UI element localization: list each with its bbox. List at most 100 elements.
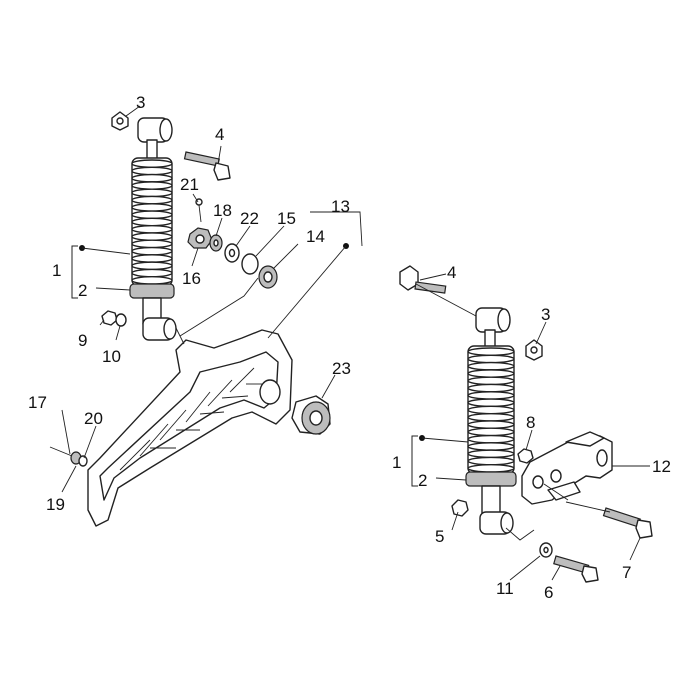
bracket-12-hole-2 — [550, 469, 562, 483]
spring-coil — [131, 181, 173, 190]
spring-coil — [467, 420, 515, 429]
right-shock-spring-coils — [467, 347, 515, 473]
left-shock-rod — [146, 139, 158, 161]
callout-19: 19 — [46, 495, 65, 514]
spring-coil — [131, 166, 173, 176]
callout-6: 6 — [544, 583, 553, 602]
callout-4-left: 4 — [215, 125, 224, 144]
spring-coil — [467, 412, 515, 422]
callout-5: 5 — [435, 527, 444, 546]
spring-coil — [467, 369, 515, 378]
right-shock-collar — [465, 471, 517, 487]
spring-coil — [131, 188, 173, 198]
left-bracket-1-2 — [71, 245, 78, 299]
right-bracket-1-2 — [411, 435, 418, 487]
right-nut-5 — [451, 499, 469, 517]
spring-coil — [131, 276, 173, 285]
callout-7: 7 — [622, 563, 631, 582]
spring-coil — [467, 398, 515, 408]
spring-coil — [131, 239, 173, 249]
spring-coil — [467, 354, 515, 364]
bracket-12-plate — [547, 481, 581, 501]
bracket-12-hole-1 — [532, 475, 544, 489]
spring-coil — [467, 434, 515, 444]
swing-arm-rib — [185, 391, 211, 423]
spring-coil — [467, 391, 515, 400]
swing-arm-rib — [199, 411, 225, 415]
left-shock-bottom-eye-end — [163, 318, 177, 340]
bolt-4-left-shank — [183, 151, 220, 167]
callout-16: 16 — [182, 269, 201, 288]
right-shock-top-eye-end — [497, 308, 511, 332]
bracket-12-hole-3 — [596, 449, 608, 467]
callout-13: 13 — [331, 197, 350, 216]
castle-nut-16-hole — [195, 234, 205, 244]
spring-coil — [131, 203, 173, 212]
left-washer-10 — [115, 313, 127, 327]
callout-2-right: 2 — [418, 471, 427, 490]
left-bearing-14 — [258, 265, 278, 289]
callout-2-left: 2 — [78, 281, 87, 300]
right-mounting-bracket-12 — [521, 431, 613, 505]
callout-10: 10 — [102, 347, 121, 366]
swing-arm-bore — [259, 379, 281, 405]
split-pin-shaft — [198, 204, 202, 223]
washer-19-20 — [78, 455, 88, 467]
left-nut-16 — [187, 227, 213, 249]
left-swing-arm — [87, 329, 293, 527]
swing-arm-rib — [221, 395, 249, 399]
bolt-6-head — [581, 565, 599, 583]
callout-18: 18 — [213, 201, 232, 220]
nut-9 — [101, 310, 118, 326]
callout-21: 21 — [180, 175, 199, 194]
swing-arm-ribs — [119, 367, 262, 471]
spring-coil — [131, 254, 173, 263]
washer-18-hole — [213, 239, 219, 247]
right-washer-11 — [539, 542, 553, 558]
spring-coil — [467, 464, 515, 473]
callout-9: 9 — [78, 331, 87, 350]
callout-11: 11 — [496, 579, 514, 598]
right-bolt-4 — [399, 265, 447, 294]
bolt-7-head — [635, 519, 653, 539]
washer-10 — [115, 313, 127, 327]
bearing-14-bore — [263, 271, 273, 283]
spring-coil — [131, 246, 173, 256]
left-nut-3 — [111, 111, 129, 131]
spring-coil — [467, 456, 515, 466]
callout-13-bracket-line — [310, 211, 363, 247]
swing-arm-rib — [207, 379, 233, 407]
callout-8: 8 — [526, 413, 535, 432]
bolt-17-shank — [49, 446, 73, 457]
swing-arm-rib — [229, 367, 255, 393]
swing-arm-rib — [139, 423, 169, 457]
left-circlip-15 — [241, 253, 259, 275]
right-bolt-6 — [553, 555, 599, 583]
callout-3-left: 3 — [136, 93, 145, 112]
spring-coil — [131, 210, 173, 220]
right-shock-absorber — [465, 307, 517, 535]
callout-3-right: 3 — [541, 305, 550, 324]
callout-1-right: 1 — [392, 453, 401, 472]
swing-arm-rib — [119, 439, 151, 471]
left-washer-18 — [209, 234, 223, 252]
spring-coil — [467, 361, 515, 371]
callout-4-right: 4 — [447, 263, 456, 282]
spring-coil — [467, 442, 515, 451]
left-leader-lines — [61, 105, 363, 493]
right-nut-8 — [517, 448, 534, 464]
spring-coil — [467, 376, 515, 386]
spring-coil — [131, 224, 173, 234]
left-shock-absorber — [129, 117, 177, 341]
callout-20: 20 — [84, 409, 103, 428]
bolt-7-shank — [602, 507, 641, 528]
callout-23: 23 — [332, 359, 351, 378]
callout-17: 17 — [28, 393, 47, 412]
nut-3-right-hole — [530, 346, 538, 354]
right-shock-bottom-eye-end — [500, 512, 514, 534]
callout-1-left: 1 — [52, 261, 61, 280]
spring-coil — [467, 427, 515, 437]
left-shock-spring-coils — [131, 159, 173, 285]
